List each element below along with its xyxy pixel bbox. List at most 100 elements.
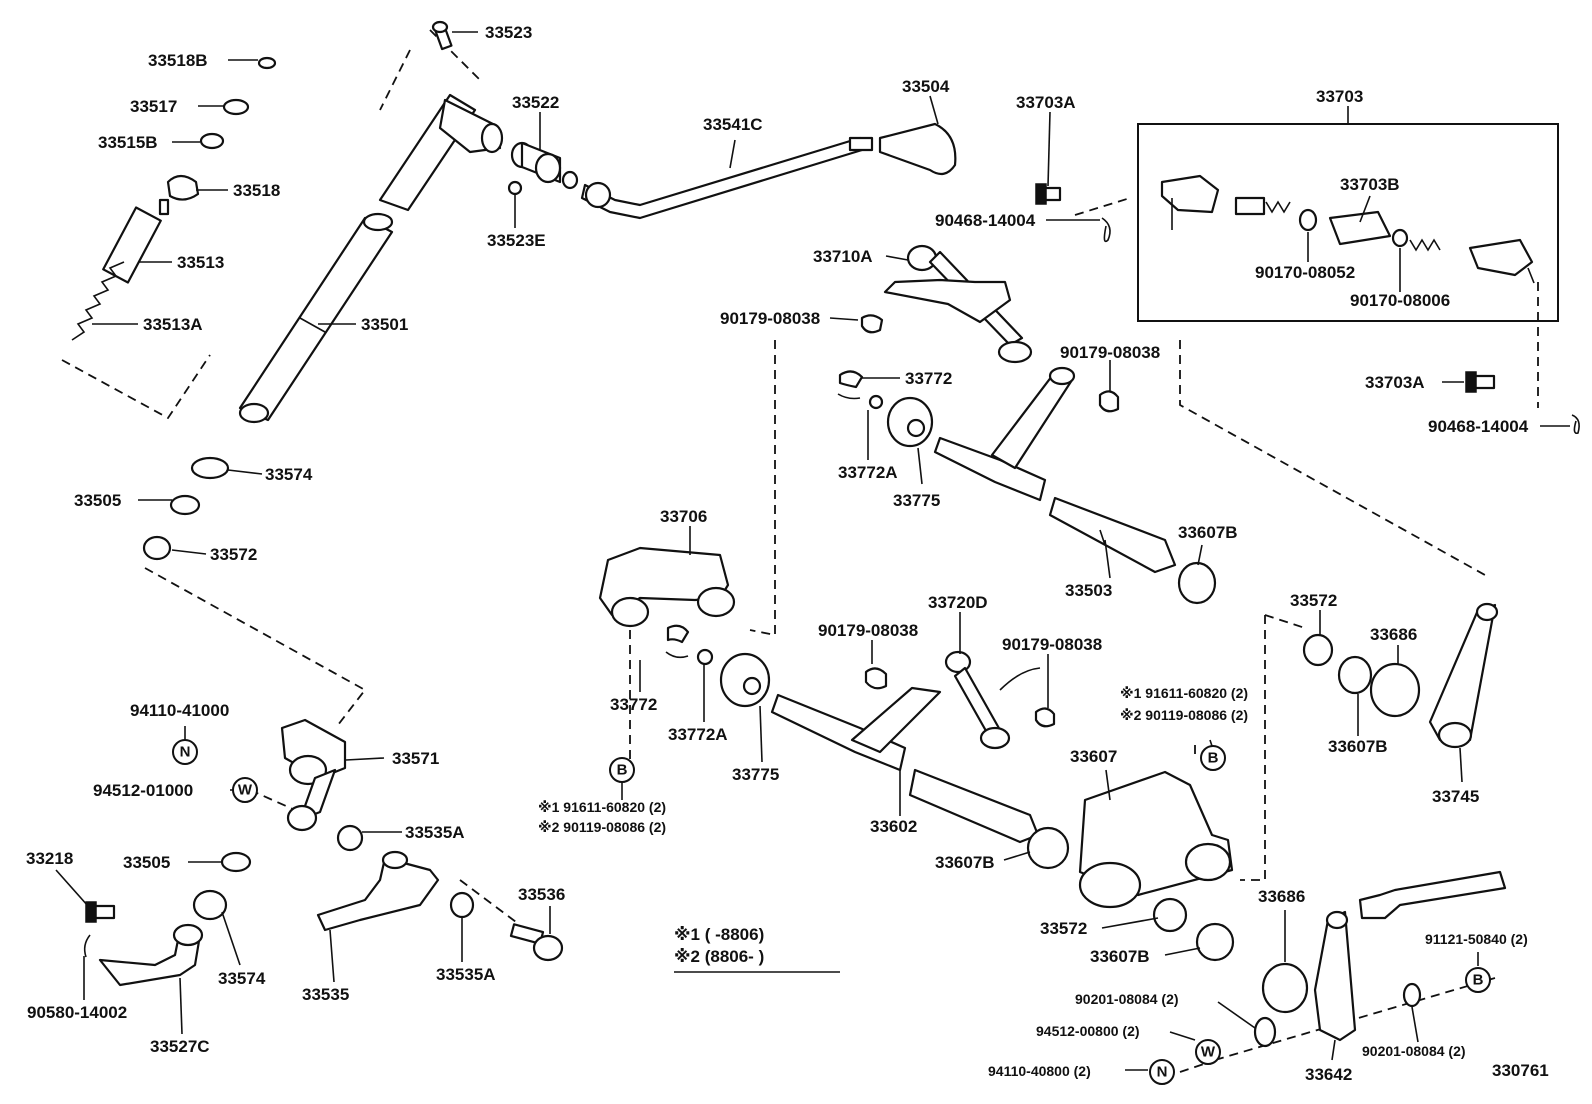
label-33703B: 33703B [1340,175,1400,194]
part-33720D-link [944,650,1011,750]
label-90201-a: 90201-08084 (2) [1075,991,1179,1007]
part-33775-bushing-top [886,396,934,448]
label-94110-41000: 94110-41000 [130,701,229,720]
label-33517: 33517 [130,97,177,116]
part-33703-assembly [1160,174,1534,277]
part-90201-washer-a [1253,1016,1277,1048]
part-33710A-lever [883,244,1033,364]
label-33535: 33535 [302,985,349,1004]
label-33536: 33536 [518,885,565,904]
label-33574-bot: 33574 [218,969,266,988]
label-33574-top: 33574 [265,465,313,484]
label-33218: 33218 [26,849,73,868]
label-91121: 91121-50840 (2) [1425,931,1528,947]
symbol-b-bottom: B [1465,967,1491,993]
part-33513-plunger [102,198,170,284]
label-33518: 33518 [233,181,280,200]
legend-line-2: ※2 (8806- ) [674,947,764,966]
symbol-n-left: N [172,739,198,765]
part-33503-shaft [933,366,1177,574]
label-33602: 33602 [870,817,917,836]
label-33772A-mid: 33772A [668,725,728,744]
part-90179-clip-a [860,314,884,334]
part-33703A-bolt-right [1465,371,1496,393]
label-33523: 33523 [485,23,532,42]
part-33523-pin [431,20,453,51]
label-33745: 33745 [1432,787,1479,806]
label-33505-top: 33505 [74,491,121,510]
part-33518B-clip [257,56,277,70]
svg-text:B: B [617,762,628,779]
part-33703A-bolt-top [1035,183,1062,205]
part-33706-bracket [598,546,736,628]
label-33527C: 33527C [150,1037,210,1056]
label-33522: 33522 [512,93,559,112]
label-90179-a: 90179-08038 [720,309,820,328]
part-33642-lever [1313,910,1357,1042]
label-33775-mid: 33775 [732,765,779,784]
part-33504-knob [878,122,957,176]
part-link-hook [999,667,1041,691]
part-33517-ring [222,98,250,116]
note-left-1: ※1 91611-60820 (2) [538,799,666,815]
label-33703A-top: 33703A [1016,93,1076,112]
part-90468-clip-right [1571,414,1580,435]
part-33505-ring-bot [220,851,252,873]
label-33772-mid: 33772 [610,695,657,714]
part-33686-bushing-top [1369,662,1421,718]
part-33541C-rod [561,136,874,220]
part-33607B-bushing-d [1195,922,1235,962]
label-33706: 33706 [660,507,707,526]
label-90468-right: 90468-14004 [1428,417,1529,436]
part-33772-clip-top [838,370,864,389]
part-33772-clip-mid [666,624,690,644]
part-33686-bushing-bot [1261,962,1309,1014]
svg-text:N: N [180,744,191,761]
part-90179-clip-d [1034,707,1056,728]
svg-text:N: N [1157,1064,1168,1081]
part-33527C-lever [98,923,204,987]
label-33686-top: 33686 [1370,625,1417,644]
legend-line-1: ※1 ( -8806) [674,925,764,944]
part-33602-shaft [770,686,1040,844]
label-33572-mid: 33572 [1290,591,1337,610]
part-33772A-washer-mid [696,648,714,666]
label-33772-top: 33772 [905,369,952,388]
group-box-33703 [1137,123,1559,322]
label-90580: 90580-14002 [27,1003,127,1022]
part-90179-clip-c [864,667,888,690]
part-33607B-bushing-b [1337,655,1373,695]
part-33607-bracket [1078,770,1234,909]
part-33772A-washer-top [868,394,884,410]
part-90468-clip-top [1101,217,1111,243]
label-90179-b: 90179-08038 [1060,343,1160,362]
part-90201-washer-b [1402,982,1422,1008]
part-33607B-bushing-a [1177,561,1217,605]
label-33642: 33642 [1305,1065,1352,1084]
label-33518B: 33518B [148,51,208,70]
label-33607B-c: 33607B [935,853,995,872]
part-drawings [71,20,1580,1048]
part-labels: 33523 33518B 33517 33515B 33518 33513 33… [26,23,1549,1084]
label-33607B-b: 33607B [1328,737,1388,756]
note-right-2: ※2 90119-08086 (2) [1120,707,1248,723]
label-33504: 33504 [902,77,950,96]
part-33218-bolt [85,901,116,923]
label-33515B: 33515B [98,133,158,152]
part-90580-clip [83,934,91,958]
part-33535A-bushing-top [336,824,364,852]
label-33571: 33571 [392,749,439,768]
part-33535A-bushing-bot [449,891,475,919]
symbol-w-left: W [232,777,258,803]
label-33523E: 33523E [487,231,546,250]
part-33513A-spring [71,261,125,341]
label-90179-d: 90179-08038 [1002,635,1102,654]
notes: ※1 91611-60820 (2) ※2 90119-08086 (2) ※1… [538,685,1248,966]
label-33720D: 33720D [928,593,988,612]
part-90179-clip-b [1098,390,1120,413]
label-94512-00800: 94512-00800 (2) [1036,1023,1140,1039]
part-33572-bushing-bot [1152,897,1188,933]
label-33513: 33513 [177,253,224,272]
svg-text:B: B [1208,750,1219,767]
part-33518-seat [166,174,200,201]
